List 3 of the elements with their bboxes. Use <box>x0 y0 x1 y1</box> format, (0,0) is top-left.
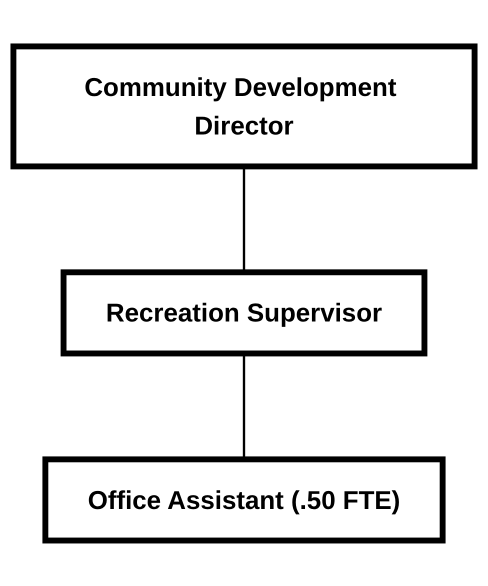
node-box: Office Assistant (.50 FTE) <box>42 456 446 543</box>
node-box: Recreation Supervisor <box>60 268 428 356</box>
node-box: Community Development Director <box>10 43 478 169</box>
